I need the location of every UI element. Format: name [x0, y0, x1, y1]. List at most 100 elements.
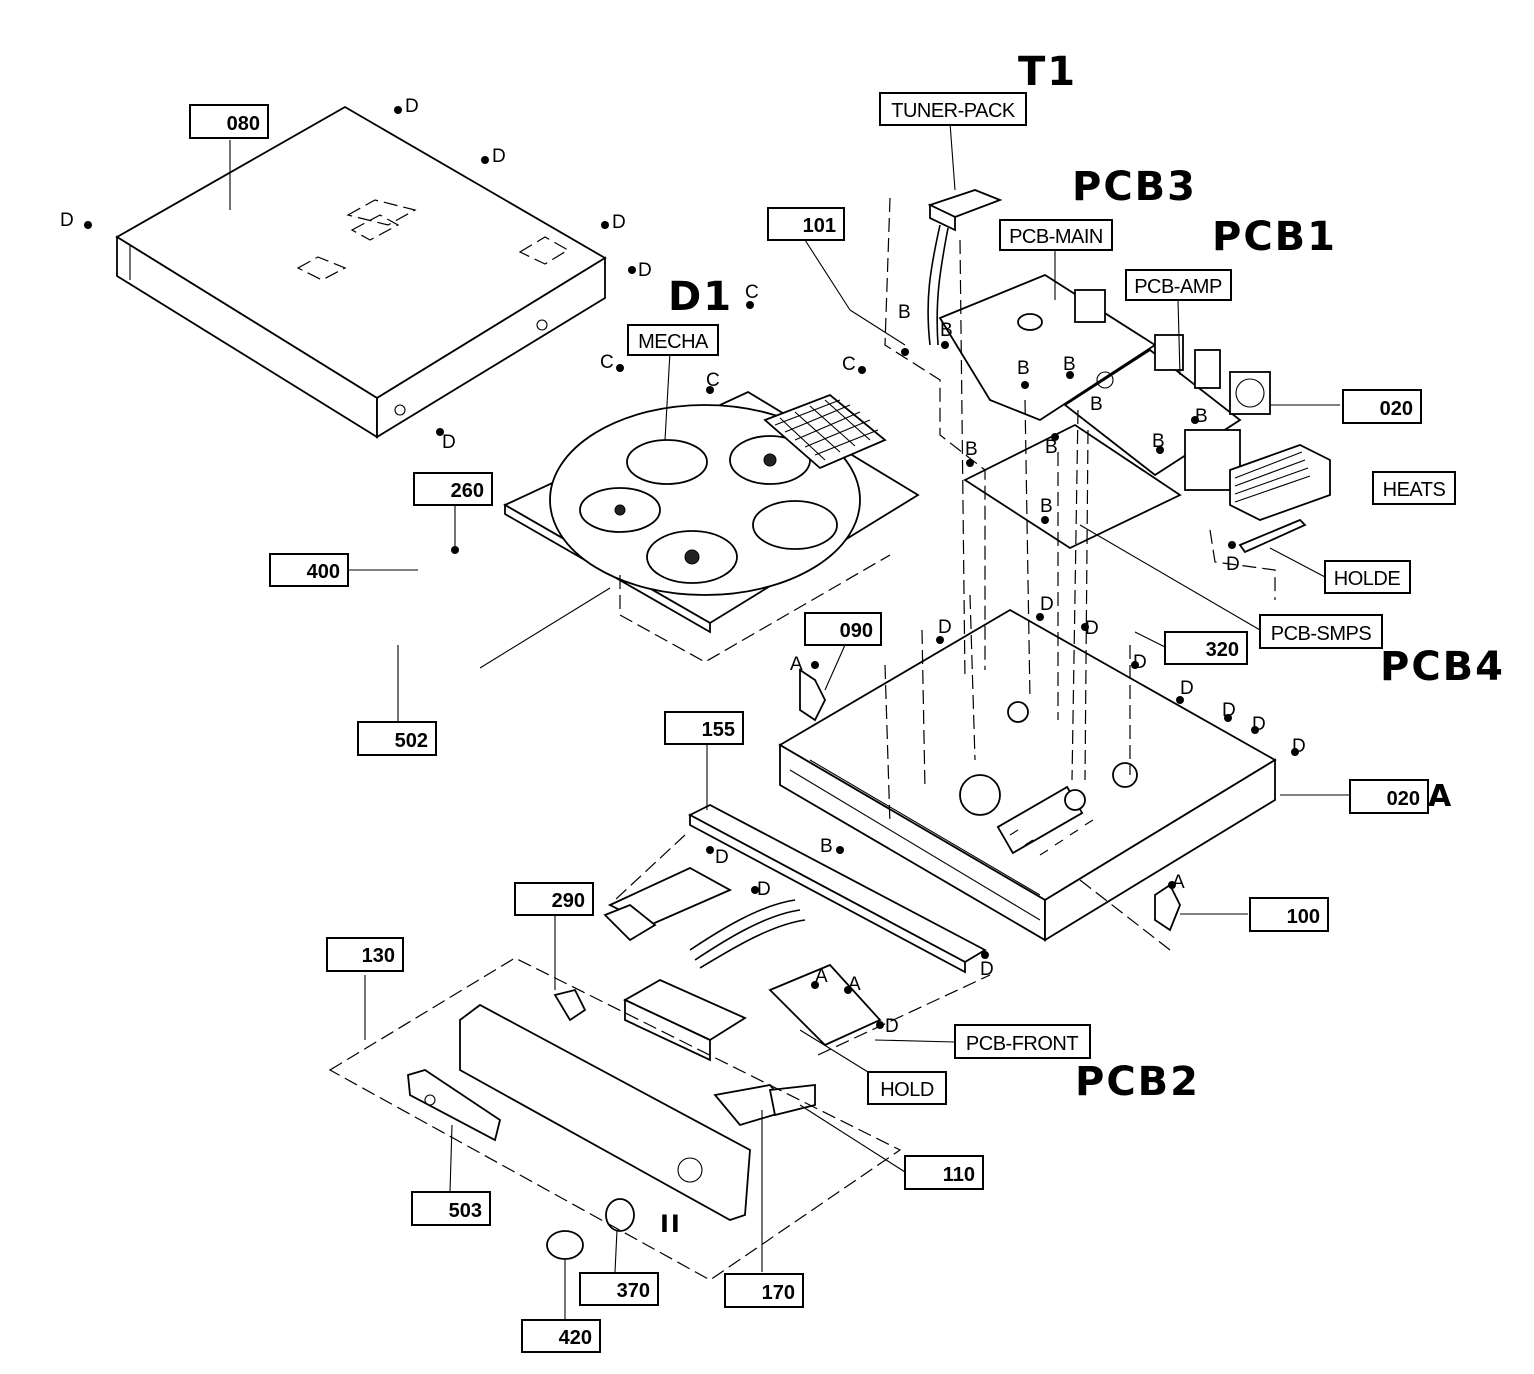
handwritten-ii: II: [660, 1210, 682, 1238]
screw-letter-c: C: [600, 352, 614, 373]
part-number-label-502: 502: [357, 721, 437, 756]
screw-letter-c: C: [745, 282, 759, 303]
leader-lines: [229, 122, 1350, 1320]
svg-text:290: 290: [552, 890, 585, 912]
svg-text:TUNER-PACK: TUNER-PACK: [891, 100, 1016, 122]
screw-letter-b: B: [898, 302, 911, 323]
pcb-boards-drawing: [938, 273, 1331, 554]
svg-text:260: 260: [451, 480, 484, 502]
svg-text:155: 155: [702, 719, 735, 741]
svg-text:PCB-AMP: PCB-AMP: [1134, 276, 1222, 298]
svg-text:320: 320: [1206, 639, 1239, 661]
svg-text:HEATS: HEATS: [1383, 479, 1446, 501]
screw-letter-b: B: [940, 320, 953, 341]
screw-letter-c: C: [706, 370, 720, 391]
svg-text:420: 420: [559, 1327, 592, 1349]
screw-letter-d: D: [1040, 594, 1054, 615]
svg-text:PCB-MAIN: PCB-MAIN: [1009, 226, 1103, 248]
component-label-pcb-smps: PCB-SMPS: [1259, 614, 1383, 649]
mecha-deck-drawing: [503, 390, 920, 634]
screw-letter-c: C: [842, 354, 856, 375]
screw-letter-d: D: [612, 212, 626, 233]
screw-letter-b: B: [1063, 354, 1076, 375]
screw-dots: [84, 106, 1299, 1029]
handwritten-d1: D1: [668, 274, 733, 320]
screw-letter-d: D: [492, 146, 506, 167]
screw-letter-d: D: [1085, 618, 1099, 639]
screw-letter-d: D: [442, 432, 456, 453]
screw-letter-d: D: [1226, 554, 1240, 575]
handwritten-t1: T1: [1018, 49, 1077, 95]
chassis-drawing: [778, 608, 1277, 942]
screw-letter-d: D: [405, 96, 419, 117]
screw-letter-d: D: [1180, 678, 1194, 699]
handwritten-suffix-a: A: [1428, 779, 1453, 814]
svg-text:020: 020: [1380, 398, 1413, 420]
tuner-pack-drawing: [927, 189, 1003, 346]
svg-text:080: 080: [227, 113, 260, 135]
screw-letter-b: B: [1195, 406, 1208, 427]
top-cover-drawing: [115, 105, 607, 439]
guide-lines: [328, 197, 1276, 1281]
part-number-label-090: 090: [804, 612, 882, 646]
svg-text:090: 090: [840, 620, 873, 642]
svg-text:PCB-FRONT: PCB-FRONT: [966, 1033, 1078, 1055]
svg-text:100: 100: [1287, 906, 1320, 928]
svg-text:HOLDE: HOLDE: [1334, 568, 1401, 590]
screw-letter-d: D: [60, 210, 74, 231]
svg-text:PCB-SMPS: PCB-SMPS: [1271, 623, 1372, 645]
screw-letter-d: D: [938, 617, 952, 638]
screw-letter-b: B: [1045, 437, 1058, 458]
svg-text:370: 370: [617, 1280, 650, 1302]
component-label-tuner-pack: TUNER-PACK: [879, 92, 1027, 126]
component-label-hold: HOLD: [867, 1071, 947, 1105]
part-number-label-130: 130: [326, 937, 404, 972]
component-label-pcb-front: PCB-FRONT: [954, 1024, 1091, 1059]
screw-letter-b: B: [965, 439, 978, 460]
screw-letter-a: A: [1172, 872, 1185, 893]
screw-letter-d: D: [885, 1016, 899, 1037]
part-number-label-101: 101: [767, 207, 845, 241]
svg-text:503: 503: [449, 1200, 482, 1222]
part-number-label-290: 290: [514, 882, 594, 916]
screw-letter-b: B: [1040, 496, 1053, 517]
svg-text:020: 020: [1387, 788, 1420, 810]
part-number-label-170: 170: [724, 1273, 804, 1308]
part-number-label-320: 320: [1164, 631, 1248, 665]
part-number-label-020: 020: [1342, 389, 1422, 424]
svg-text:110: 110: [943, 1164, 975, 1186]
screw-letter-d: D: [757, 879, 771, 900]
part-number-label-020a: 020: [1349, 779, 1429, 814]
handwritten-pcb1: PCB1: [1212, 214, 1337, 260]
screw-letter-d: D: [638, 260, 652, 281]
screw-letters: D D D D D D D D D D D D D D D D D D D C …: [60, 96, 1306, 1037]
part-number-label-260: 260: [413, 472, 493, 506]
screw-letter-a: A: [790, 654, 803, 675]
part-number-label-100: 100: [1249, 897, 1329, 932]
svg-text:HOLD: HOLD: [880, 1079, 934, 1101]
screw-letter-a: A: [815, 966, 828, 987]
component-label-mecha: MECHA: [627, 324, 719, 356]
part-number-label-370: 370: [579, 1272, 659, 1306]
handwritten-pcb4: PCB4: [1380, 644, 1505, 690]
part-number-label-420: 420: [521, 1319, 601, 1353]
svg-text:170: 170: [762, 1282, 795, 1304]
screw-letter-d: D: [1222, 700, 1236, 721]
handwritten-pcb3: PCB3: [1072, 164, 1197, 210]
part-number-label-110: 110: [904, 1155, 984, 1190]
component-label-pcb-main: PCB-MAIN: [999, 219, 1113, 251]
svg-text:502: 502: [395, 730, 428, 752]
screw-letter-d: D: [1133, 652, 1147, 673]
handwritten-pcb2: PCB2: [1075, 1059, 1200, 1105]
svg-text:101: 101: [803, 215, 836, 237]
screw-letter-d: D: [1292, 736, 1306, 757]
part-number-label-400: 400: [269, 553, 349, 587]
svg-text:MECHA: MECHA: [638, 331, 709, 353]
part-number-label-503: 503: [411, 1191, 491, 1226]
screw-letter-b: B: [1017, 358, 1030, 379]
svg-text:130: 130: [362, 945, 395, 967]
screw-letter-b: B: [1152, 431, 1165, 452]
component-label-heats: HEATS: [1372, 471, 1456, 505]
screw-letter-d: D: [980, 959, 994, 980]
